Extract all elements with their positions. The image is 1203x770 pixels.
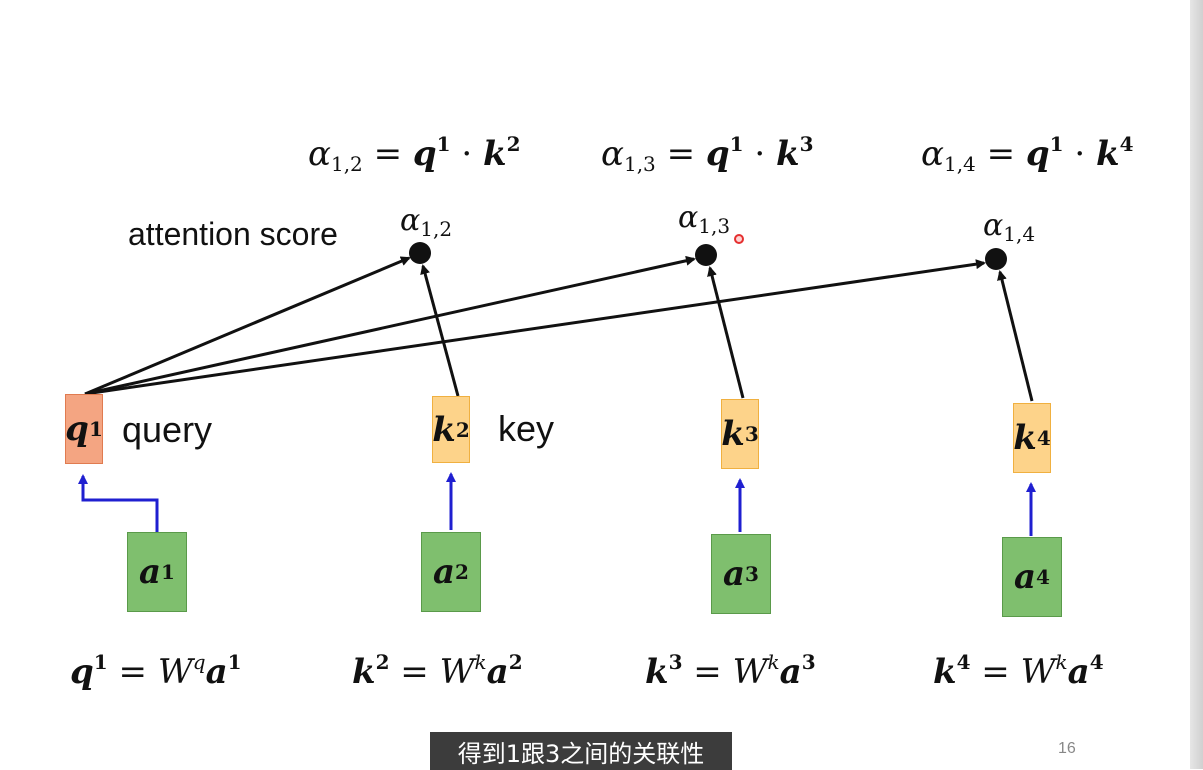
formula-alpha-1-3: α1,3 = q1 · k3 <box>601 132 814 176</box>
arrow-k3-to-alpha13 <box>707 266 745 399</box>
arrow-k2-to-alpha12 <box>420 264 460 397</box>
formula-alpha-1-4: α1,4 = q1 · k4 <box>921 132 1134 176</box>
window-edge <box>1190 0 1203 769</box>
arrow-a1-to-q1 <box>78 474 159 532</box>
query-label: query <box>122 409 213 450</box>
equation-k4: k4 = Wka4 <box>933 650 1104 692</box>
equation-k3: k3 = Wka3 <box>645 650 816 692</box>
alpha-label-1-2: α1,2 <box>400 203 453 241</box>
arrow-q1-to-alpha14 <box>84 259 986 396</box>
score-dot-1-4 <box>985 248 1007 270</box>
attention-score-label: attention score <box>128 216 338 252</box>
equation-q1: q1 = Wqa1 <box>70 650 242 692</box>
score-dot-1-2 <box>409 242 431 264</box>
score-dot-1-3 <box>695 244 717 266</box>
subtitle-caption: 得到1跟3之间的关联性 <box>430 732 732 770</box>
key-label: key <box>498 408 555 449</box>
arrow-q1-to-alpha13 <box>84 255 696 396</box>
equation-k2: k2 = Wka2 <box>352 650 523 692</box>
alpha-label-1-3: α1,3 <box>678 200 731 238</box>
formula-alpha-1-2: α1,2 = q1 · k2 <box>308 132 521 176</box>
page-number: 16 <box>1058 740 1076 757</box>
alpha-label-1-4: α1,4 <box>983 208 1036 246</box>
cursor-pointer-indicator <box>734 234 744 244</box>
arrow-k4-to-alpha14 <box>997 270 1034 402</box>
arrow-q1-to-alpha12 <box>84 256 411 396</box>
